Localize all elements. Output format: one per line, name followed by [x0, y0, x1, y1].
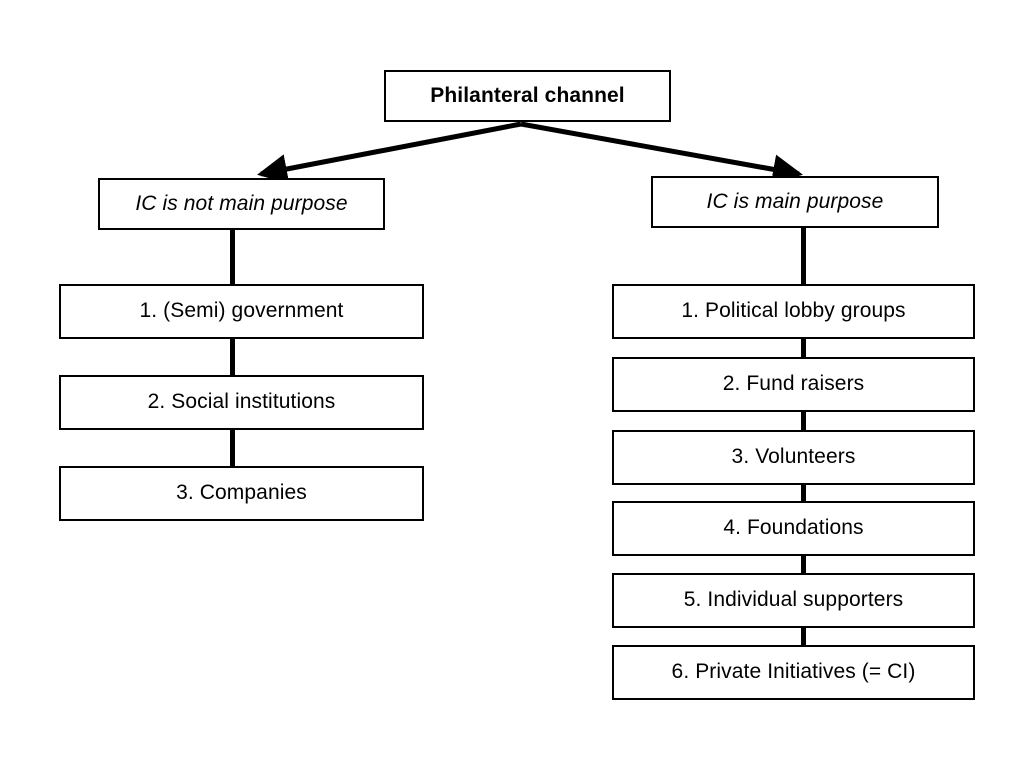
right-item-3-label: 3. Volunteers	[731, 445, 856, 469]
branch-header-label: IC is not main purpose	[135, 191, 348, 215]
connector-right-item-1-to-2	[801, 337, 806, 359]
right-item-6: 6. Private Initiatives (= CI)	[612, 645, 975, 700]
connector-left-item-1-to-2	[230, 337, 235, 377]
branch-header-not-main-purpose: IC is not main purpose	[98, 178, 385, 230]
left-item-1-label: 1. (Semi) government	[139, 299, 344, 323]
right-item-2-label: 2. Fund raisers	[722, 372, 865, 396]
right-item-5: 5. Individual supporters	[612, 573, 975, 628]
connector-left-header-to-item-1	[230, 230, 235, 286]
left-item-3-label: 3. Companies	[176, 481, 307, 505]
right-item-2: 2. Fund raisers	[612, 357, 975, 412]
right-item-4: 4. Foundations	[612, 501, 975, 556]
right-item-6-label: 6. Private Initiatives (= CI)	[671, 660, 916, 684]
connector-right-item-4-to-5	[801, 554, 806, 576]
left-item-1: 1. (Semi) government	[59, 284, 424, 339]
branch-header-main-purpose: IC is main purpose	[651, 176, 939, 228]
left-item-2-label: 2. Social institutions	[147, 390, 336, 414]
connector-right-header-to-item-1	[801, 228, 806, 286]
left-item-3: 3. Companies	[59, 466, 424, 521]
right-item-3: 3. Volunteers	[612, 430, 975, 485]
left-item-2: 2. Social institutions	[59, 375, 424, 430]
right-item-1: 1. Political lobby groups	[612, 284, 975, 339]
right-item-5-label: 5. Individual supporters	[683, 588, 904, 612]
arrow-to-left-branch	[257, 121, 522, 184]
root-node-label: Philanteral channel	[430, 83, 625, 107]
arrow-to-right-branch	[520, 121, 803, 185]
connector-right-item-5-to-6	[801, 626, 806, 648]
branch-header-label: IC is main purpose	[706, 189, 884, 213]
connector-left-item-2-to-3	[230, 428, 235, 468]
connector-right-item-3-to-4	[801, 483, 806, 505]
right-item-4-label: 4. Foundations	[723, 516, 864, 540]
root-node: Philanteral channel	[384, 70, 671, 122]
right-item-1-label: 1. Political lobby groups	[681, 299, 906, 323]
connector-right-item-2-to-3	[801, 410, 806, 432]
